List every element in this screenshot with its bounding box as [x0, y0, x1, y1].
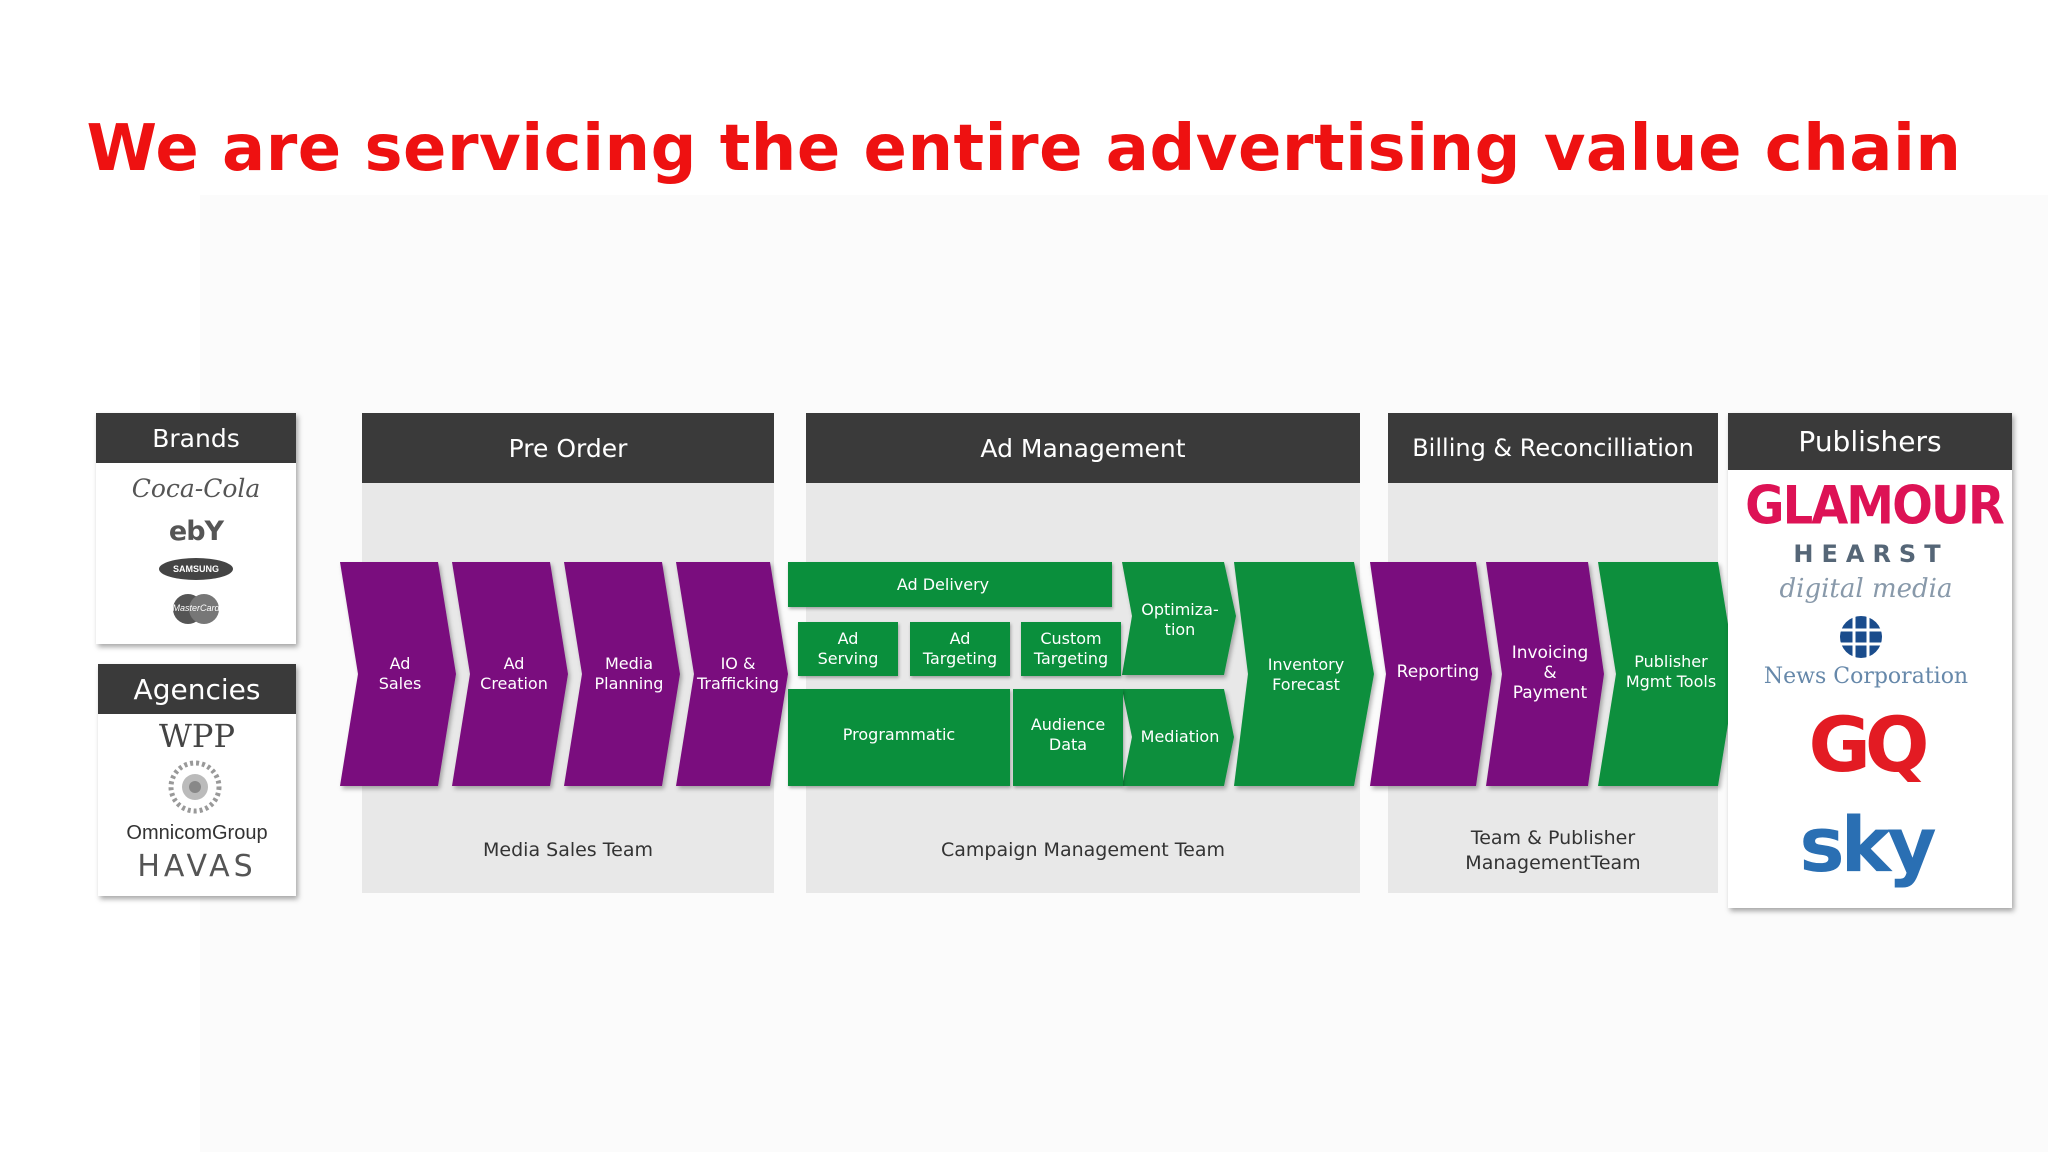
- samsung-logo: SAMSUNG: [159, 558, 233, 580]
- billing-header: Billing & Reconcilliation: [1388, 413, 1718, 483]
- ad-serving-line2: Serving: [817, 649, 879, 668]
- media-planning-line2: Planning: [594, 674, 664, 693]
- chevron-ad-creation: [452, 562, 568, 786]
- globe-icon: [1840, 616, 1882, 658]
- invoicing-label: Invoicing & Payment: [1500, 638, 1600, 708]
- chevron-optimization: [1122, 562, 1236, 675]
- agencies-header: Agencies: [98, 664, 296, 714]
- audience-data-line1: Audience: [1030, 715, 1106, 734]
- custom-targeting-box: [1021, 622, 1121, 676]
- custom-targeting-label: Custom Targeting: [1021, 622, 1121, 676]
- inventory-forecast-label: Inventory Forecast: [1248, 650, 1364, 700]
- optimization-line2: tion: [1164, 620, 1196, 639]
- news-corporation-logo: News Corporation: [1763, 664, 1969, 689]
- chevron-publisher-tools: [1598, 562, 1736, 786]
- ad-targeting-box: [910, 622, 1010, 676]
- programmatic-box: [788, 689, 1010, 786]
- wpp-emblem-svg: [168, 760, 222, 814]
- chevron-media-planning: [564, 562, 680, 786]
- slide-title: We are servicing the entire advertising …: [86, 112, 1962, 186]
- chevron-io-trafficking: [676, 562, 788, 786]
- media-sales-team-label: Media Sales Team: [483, 839, 653, 861]
- ebay-logo: ebY: [168, 516, 224, 547]
- coca-cola-logo: Coca-Cola: [131, 474, 261, 503]
- mastercard-circles: [173, 594, 219, 624]
- chevron-ad-sales: [340, 562, 456, 786]
- ad-sales-label: Ad Sales: [360, 652, 440, 696]
- publisher-tools-line2: Mgmt Tools: [1625, 672, 1717, 691]
- ad-targeting-label: Ad Targeting: [910, 622, 1010, 676]
- wpp-logo: WPP: [159, 717, 235, 755]
- publishers-box: [1728, 413, 2012, 908]
- ad-creation-line1: Ad: [503, 654, 525, 673]
- invoicing-line3: Payment: [1512, 683, 1588, 703]
- audience-data-line2: Data: [1048, 735, 1088, 754]
- ad-creation-line2: Creation: [480, 674, 548, 693]
- ad-sales-line2: Sales: [378, 674, 422, 693]
- ad-delivery-box: [788, 562, 1112, 607]
- publishers-header: Publishers: [1728, 413, 2012, 470]
- io-trafficking-label: IO & Trafficking: [690, 652, 786, 696]
- custom-targeting-line2: Targeting: [1033, 649, 1109, 668]
- custom-targeting-line1: Custom: [1040, 629, 1102, 648]
- io-trafficking-line2: Trafficking: [696, 674, 780, 693]
- billing-team-line2: ManagementTeam: [1465, 852, 1641, 874]
- chevron-mediation: [1122, 689, 1234, 786]
- optimization-line1: Optimiza-: [1141, 600, 1219, 619]
- chevron-reporting: [1370, 562, 1492, 786]
- media-planning-line1: Media: [604, 654, 654, 673]
- reporting-label: Reporting: [1396, 662, 1480, 682]
- ad-serving-line1: Ad: [837, 629, 859, 648]
- programmatic-label: Programmatic: [842, 725, 956, 744]
- brands-header: Brands: [96, 413, 296, 463]
- chevron-inventory-forecast: [1234, 562, 1374, 786]
- campaign-management-team-label: Campaign Management Team: [941, 839, 1225, 861]
- billing-team-line1: Team & Publisher: [1470, 827, 1636, 849]
- io-trafficking-line1: IO &: [720, 654, 756, 673]
- ad-serving-label: Ad Serving: [798, 622, 898, 676]
- inventory-forecast-line1: Inventory: [1267, 655, 1345, 674]
- pre-order-header: Pre Order: [362, 413, 774, 483]
- ad-serving-box: [798, 622, 898, 676]
- optimization-label: Optimiza- tion: [1130, 595, 1230, 645]
- ad-sales-line1: Ad: [389, 654, 411, 673]
- ad-delivery-label: Ad Delivery: [896, 574, 990, 594]
- publisher-tools-label: Publisher Mgmt Tools: [1614, 650, 1728, 694]
- mastercard-logo-text: MasterCard: [172, 603, 220, 613]
- ad-creation-label: Ad Creation: [472, 652, 556, 696]
- ad-targeting-line2: Targeting: [922, 649, 998, 668]
- glamour-logo: GLAMOUR: [1745, 475, 2005, 537]
- audience-data-box: [1013, 689, 1123, 786]
- hearst-logo: HEARST: [1793, 540, 1949, 568]
- inventory-forecast-line2: Forecast: [1272, 675, 1340, 694]
- ad-management-header: Ad Management: [806, 413, 1360, 483]
- media-planning-label: Media Planning: [586, 652, 672, 696]
- invoicing-line1: Invoicing: [1511, 643, 1589, 663]
- news-corporation-globe-icon: [1838, 614, 1884, 660]
- havas-logo: HAVAS: [137, 849, 257, 884]
- chevron-invoicing: [1486, 562, 1604, 786]
- digital-media-logo: digital media: [1779, 574, 1953, 604]
- billing-team-label: Team & Publisher ManagementTeam: [1388, 826, 1718, 876]
- omnicom-logo: OmnicomGroup: [126, 822, 268, 844]
- mediation-label: Mediation: [1140, 727, 1220, 746]
- audience-data-label: Audience Data: [1013, 710, 1123, 760]
- invoicing-line2: &: [1543, 663, 1557, 683]
- gq-logo: GQ: [1808, 700, 1930, 789]
- publisher-tools-line1: Publisher: [1634, 652, 1708, 671]
- mastercard-logo: MasterCard: [166, 593, 226, 625]
- wpp-emblem-icon: [160, 756, 230, 818]
- samsung-logo-text: SAMSUNG: [172, 564, 219, 574]
- ad-targeting-line1: Ad: [949, 629, 971, 648]
- sky-logo: sky: [1799, 800, 1936, 889]
